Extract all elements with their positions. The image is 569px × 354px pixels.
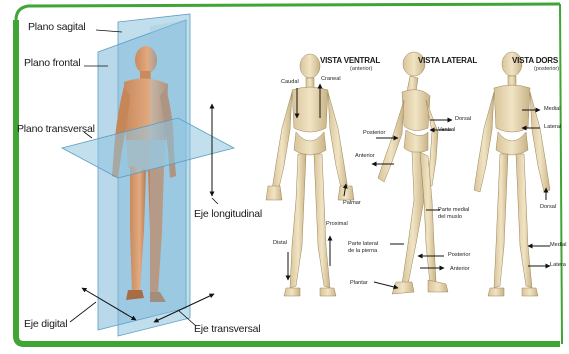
label-distal: Distal: [273, 240, 287, 246]
lateral-skeleton: [378, 52, 448, 294]
dorsal-view-subtitle: (posterior): [534, 66, 559, 72]
label-anterior-top: Anterior: [355, 153, 375, 159]
dorsal-skeleton: [474, 52, 550, 296]
label-dorsal: Dorsal: [455, 116, 471, 122]
label-dorsal-right: Dorsal: [540, 204, 556, 210]
label-ventral: Ventral: [438, 127, 455, 133]
dorsal-view-title: VISTA DORS: [512, 56, 558, 65]
label-craneal: Craneal: [321, 76, 341, 82]
label-palmar: Palmar: [343, 200, 361, 206]
label-caudal: Caudal: [281, 79, 299, 85]
label-transverse-plane: Plano transversal: [17, 123, 95, 135]
label-lateral-leg: Parte lateral de la pierna: [348, 241, 378, 255]
label-posterior-top: Posterior: [363, 130, 385, 136]
lateral-view-title: VISTA LATERAL: [418, 56, 477, 65]
label-lateral: Lateral: [544, 124, 561, 130]
label-medial-bottom: Medial: [550, 242, 566, 248]
skeleton-views: [266, 52, 550, 296]
label-digital-axis: Eje digital: [24, 318, 67, 330]
label-lateral-bottom: Latera: [550, 262, 566, 268]
anatomical-planes-diagram: [62, 14, 234, 336]
ventral-view-title: VISTA VENTRAL: [320, 56, 380, 65]
ventral-view-subtitle: (anterior): [350, 66, 372, 72]
label-sagittal-plane: Plano sagital: [26, 21, 88, 33]
label-anterior-bottom: Anterior: [450, 266, 470, 272]
label-longitudinal-axis: Eje longitudinal: [194, 208, 262, 220]
label-medial-thigh: Parte medial del muslo: [438, 207, 469, 221]
label-plantar: Plantar: [350, 280, 368, 286]
label-medial-top: Medial: [544, 106, 560, 112]
label-frontal-plane: Plano frontal: [24, 57, 80, 69]
label-transverse-axis: Eje transversal: [194, 323, 260, 335]
ventral-skeleton: [266, 54, 354, 296]
label-posterior-bottom: Posterior: [448, 252, 470, 258]
label-proximal: Proximal: [326, 221, 348, 227]
